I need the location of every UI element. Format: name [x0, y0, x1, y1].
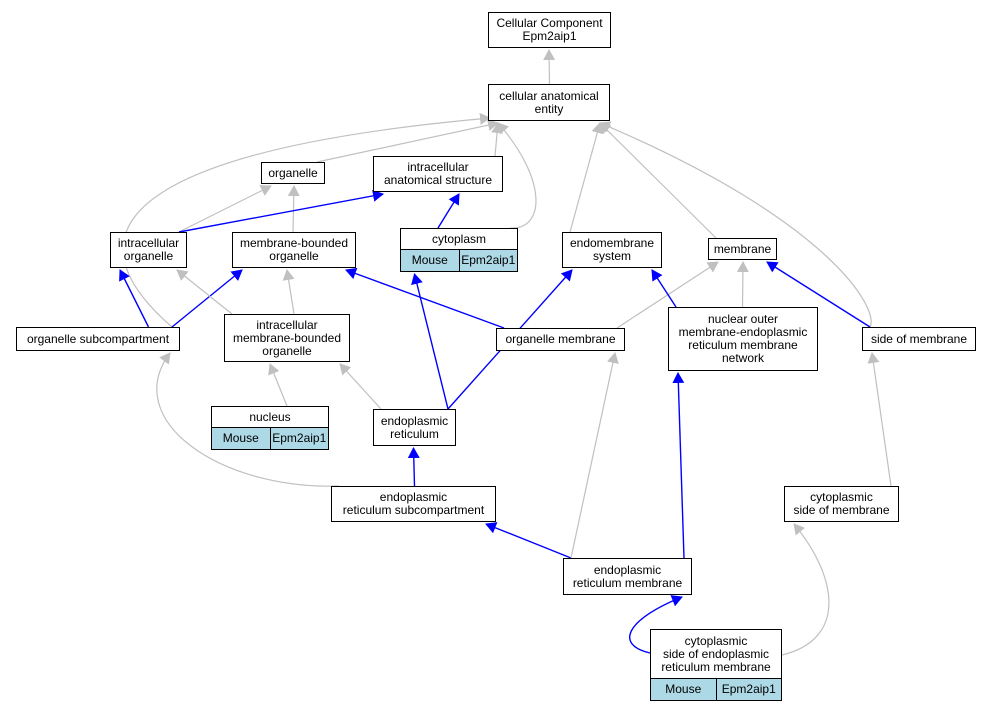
edge-part-of-osub-to-io [119, 269, 150, 328]
annotation-gene: Epm2aip1 [715, 679, 781, 700]
edge-is-a-erm-to-omem [570, 352, 619, 559]
edge-is-a-nom-to-membrane [736, 261, 749, 308]
node-label: cellular anatomical entity [499, 88, 599, 116]
edge-is-a-imbo-to-mbo [282, 269, 295, 315]
node-cellular-anatomical-entity[interactable]: cellular anatomical entity [488, 84, 610, 121]
edge-is-a-membrane-to-cae [599, 122, 717, 239]
node-organelle-membrane[interactable]: organelle membrane [496, 328, 625, 351]
node-label: intracellular organelle [117, 236, 180, 263]
annotation-gene: Epm2aip1 [458, 250, 517, 271]
edge-is-a-osub-to-cae [122, 112, 491, 328]
node-label: organelle [268, 165, 318, 180]
edge-part-of-ersub-to-er [407, 447, 420, 487]
edge-part-of-cserm-to-erm [629, 595, 683, 654]
edge-is-a-som-to-cae [599, 121, 872, 328]
node-nucleus[interactable]: nucleus Mouse Epm2aip1 [211, 406, 329, 450]
node-nuclear-outer-membrane-er-membrane-network[interactable]: nuclear outer membrane-endoplasmic retic… [668, 307, 818, 371]
node-intracellular-organelle[interactable]: intracellular organelle [110, 232, 187, 268]
node-intracellular-membrane-bounded-organelle[interactable]: intracellular membrane-bounded organelle [224, 314, 350, 362]
node-label: endomembrane system [569, 236, 655, 263]
node-endomembrane-system[interactable]: endomembrane system [562, 232, 662, 268]
edge-is-a-cytoplasm-to-cae [497, 122, 537, 229]
node-label: cytoplasmic side of endoplasmic reticulu… [661, 633, 771, 674]
node-er-membrane[interactable]: endoplasmic reticulum membrane [563, 558, 692, 595]
node-label: side of membrane [870, 331, 968, 346]
edge-is-a-organelle-to-cae [316, 119, 499, 163]
annotation-gene: Epm2aip1 [269, 428, 328, 449]
edge-is-a-imbo-to-io [176, 269, 233, 315]
node-cytoplasm[interactable]: cytoplasm Mouse Epm2aip1 [400, 228, 518, 272]
node-label: intracellular anatomical structure [383, 160, 493, 187]
edge-part-of-nom-to-endo [651, 269, 677, 308]
edge-part-of-osub-to-mbo [171, 269, 243, 328]
node-endoplasmic-reticulum[interactable]: endoplasmic reticulum [373, 409, 456, 446]
annotation-row: Mouse Epm2aip1 [651, 678, 781, 700]
annotation-organism: Mouse [401, 250, 459, 271]
edge-is-a-cae-to-root [543, 49, 556, 85]
node-cellular-component[interactable]: Cellular Component Epm2aip1 [488, 12, 611, 48]
node-membrane-bounded-organelle[interactable]: membrane-bounded organelle [232, 232, 356, 268]
node-label: membrane [713, 241, 772, 256]
node-side-of-membrane[interactable]: side of membrane [862, 327, 976, 351]
node-organelle-subcompartment[interactable]: organelle subcompartment [16, 327, 180, 351]
edge-is-a-er-to-imbo [339, 363, 382, 410]
node-label: cytoplasmic side of membrane [793, 490, 890, 517]
node-er-subcompartment[interactable]: endoplasmic reticulum subcompartment [331, 486, 496, 522]
node-label: endoplasmic reticulum [380, 413, 449, 441]
edge-part-of-som-to-membrane [766, 261, 871, 328]
edge-is-a-ias-to-cae [491, 122, 504, 157]
edge-part-of-er-to-cytoplasm [411, 273, 449, 410]
node-label: organelle membrane [505, 332, 616, 346]
node-label: intracellular membrane-bounded organelle [232, 317, 342, 358]
edge-is-a-csom-to-som [867, 352, 892, 487]
node-cytoplasmic-side-of-er-membrane[interactable]: cytoplasmic side of endoplasmic reticulu… [650, 629, 782, 701]
node-label: cytoplasm [431, 231, 487, 246]
node-membrane[interactable]: membrane [708, 238, 777, 260]
node-label: endoplasmic reticulum membrane [572, 562, 683, 590]
node-label: Cellular Component Epm2aip1 [496, 16, 603, 43]
annotation-organism: Mouse [212, 428, 270, 449]
edge-part-of-io-to-ias [178, 189, 384, 233]
edge-is-a-ersub-to-osub [156, 352, 340, 487]
edge-part-of-erm-to-ersub [485, 522, 572, 559]
node-intracellular-anatomical-structure[interactable]: intracellular anatomical structure [373, 156, 503, 192]
annotation-row: Mouse Epm2aip1 [401, 249, 517, 271]
edge-is-a-nucleus-to-imbo [268, 363, 288, 407]
annotation-organism: Mouse [651, 679, 716, 700]
edge-is-a-mbo-to-organelle [287, 185, 300, 233]
node-cytoplasmic-side-of-membrane[interactable]: cytoplasmic side of membrane [784, 486, 899, 522]
node-label: membrane-bounded organelle [239, 236, 349, 263]
node-organelle[interactable]: organelle [261, 162, 325, 184]
edge-part-of-omem-to-mbo [345, 267, 505, 329]
edge-is-a-io-to-organelle [178, 185, 272, 233]
node-label: nucleus [249, 409, 291, 424]
annotation-row: Mouse Epm2aip1 [212, 427, 328, 449]
node-label: endoplasmic reticulum subcompartment [342, 490, 485, 517]
edge-part-of-cytoplasm-to-ias [437, 193, 460, 229]
node-label: nuclear outer membrane-endoplasmic retic… [678, 312, 808, 365]
node-label: organelle subcompartment [26, 331, 170, 346]
edge-part-of-erm-to-nom [672, 372, 685, 559]
edge-is-a-endo-to-cae [569, 122, 604, 233]
edge-is-a-cserm-to-csom [781, 523, 830, 656]
